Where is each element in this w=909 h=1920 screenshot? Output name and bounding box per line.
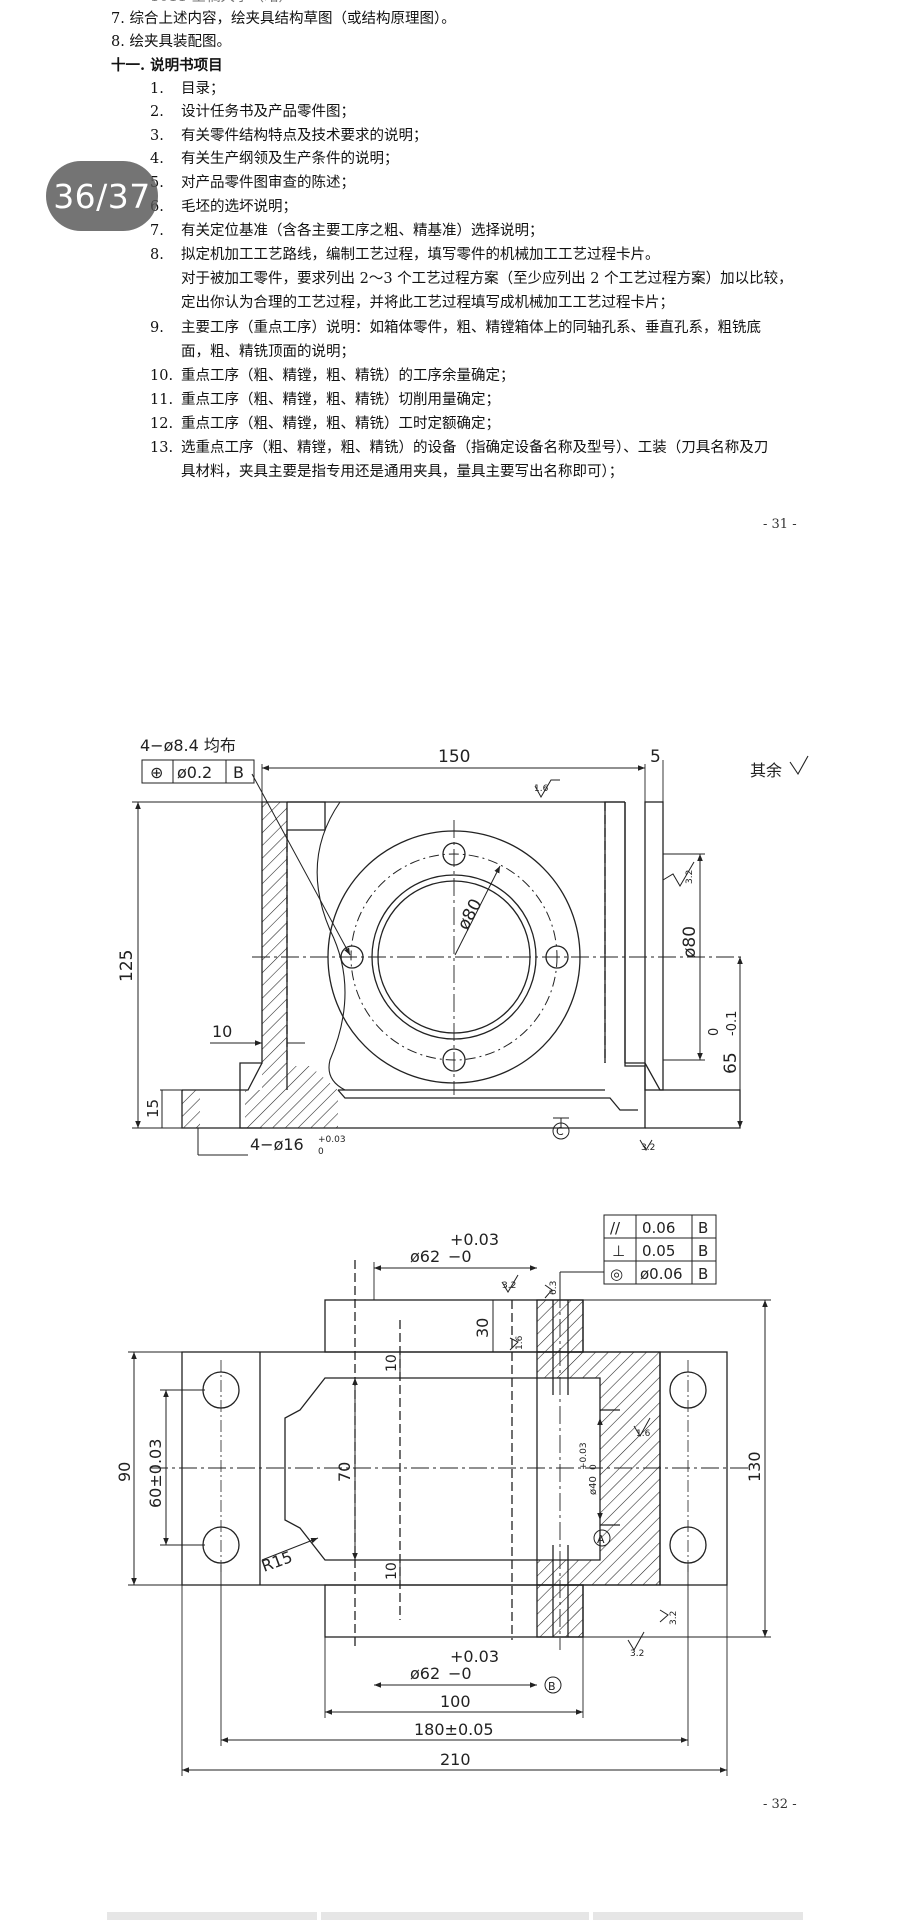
tolerance-value: ø0.2 xyxy=(177,763,212,782)
dim-65-tol-upper: 0 xyxy=(707,1028,722,1036)
tol-parallel-symbol: // xyxy=(610,1219,621,1237)
top-tol-upper: +0.03 xyxy=(450,1230,499,1249)
roughness-1-6: 1.6 xyxy=(636,1429,651,1439)
top-tol-lower: −0 xyxy=(448,1247,472,1266)
dim-phi80-side: ø80 xyxy=(680,926,700,958)
tol-parallel-value: 0.06 xyxy=(642,1219,675,1237)
dim-125: 125 xyxy=(117,950,137,982)
dim-30: 30 xyxy=(473,1318,492,1338)
dim-130: 130 xyxy=(745,1451,764,1482)
top-dia: ø62 xyxy=(410,1247,440,1266)
tol-coax-symbol: ◎ xyxy=(610,1265,623,1283)
bottom-dia: ø62 xyxy=(410,1664,440,1683)
roughness-3-2: 3.2 xyxy=(685,870,695,884)
roughness-6-3: 6.3 xyxy=(549,1281,559,1295)
page-number: - 31 - xyxy=(763,517,797,532)
tolerance-datum: B xyxy=(233,763,244,782)
datum-c: C xyxy=(556,1125,564,1138)
dim-150: 150 xyxy=(438,747,470,767)
tolerance-symbol: ⊕ xyxy=(150,763,163,782)
drawing-top-view xyxy=(132,755,809,1156)
bottom-tol-upper: +0.03 xyxy=(450,1647,499,1666)
section-heading: 十一. 说明书项目 xyxy=(111,57,223,74)
bottom-holes-note: 4−ø16 xyxy=(250,1135,304,1154)
dim-100: 100 xyxy=(440,1692,471,1711)
dim-15: 15 xyxy=(144,1099,162,1118)
roughness-3-2: 3.2 xyxy=(630,1649,644,1659)
dim-phi40-lower: 0 xyxy=(589,1464,599,1470)
tol-parallel-datum: B xyxy=(698,1219,708,1237)
dim-10-bottom: 10 xyxy=(384,1562,400,1580)
dim-180: 180±0.05 xyxy=(414,1720,494,1739)
tol-perp-value: 0.05 xyxy=(642,1242,675,1260)
tol-perp-symbol: ⊥ xyxy=(612,1242,625,1260)
intro-item-7: 7. 综合上述内容，绘夹具结构草图（或结构原理图）。 xyxy=(111,11,456,27)
datum-a: A xyxy=(597,1533,605,1546)
dim-10: 10 xyxy=(212,1022,232,1041)
top-cut-line: 1011 全稿大字（略） xyxy=(150,0,293,9)
roughness-3-2: 3.2 xyxy=(502,1281,516,1291)
drawing-section-view xyxy=(128,1214,771,1776)
page-number: - 32 - xyxy=(763,1797,797,1812)
tol-coax-value: ø0.06 xyxy=(640,1265,683,1283)
tol-coax-datum: B xyxy=(698,1265,708,1283)
dim-phi80-circle: ø80 xyxy=(454,896,487,934)
radius-r15: R15 xyxy=(259,1547,295,1576)
dim-65-tol-lower: -0.1 xyxy=(725,1011,740,1036)
dim-90: 90 xyxy=(115,1462,134,1482)
roughness-3-2: 3.2 xyxy=(641,1143,655,1153)
dim-10-top: 10 xyxy=(384,1354,400,1372)
dim-210: 210 xyxy=(440,1750,471,1769)
rest-roughness-label: 其余 xyxy=(750,761,782,780)
dim-65: 65 xyxy=(721,1052,741,1074)
dim-60: 60±0.03 xyxy=(146,1439,165,1508)
roughness-1-6: 1.6 xyxy=(534,784,549,794)
bottom-holes-tol-lower: 0 xyxy=(318,1147,324,1157)
hole-note: 4−ø8.4 均布 xyxy=(140,736,236,755)
roughness-3-2: 3.2 xyxy=(669,1611,679,1625)
bottom-toolbar-segment[interactable] xyxy=(593,1912,803,1920)
page-indicator-badge[interactable]: 36/37 xyxy=(46,161,158,231)
dim-5: 5 xyxy=(650,747,661,767)
dim-70: 70 xyxy=(335,1462,354,1482)
dim-phi40: ø40 xyxy=(588,1476,599,1495)
bottom-toolbar-segment[interactable] xyxy=(321,1912,589,1920)
tol-perp-datum: B xyxy=(698,1242,708,1260)
datum-b: B xyxy=(548,1680,556,1693)
bottom-toolbar-segment[interactable] xyxy=(107,1912,317,1920)
bottom-holes-tol-upper: +0.03 xyxy=(318,1135,346,1145)
intro-item-8: 8. 绘夹具装配图。 xyxy=(111,34,231,50)
dim-phi40-upper: +0.03 xyxy=(579,1442,589,1470)
bottom-tol-lower: −0 xyxy=(448,1664,472,1683)
roughness-1-6: 1.6 xyxy=(515,1335,525,1350)
